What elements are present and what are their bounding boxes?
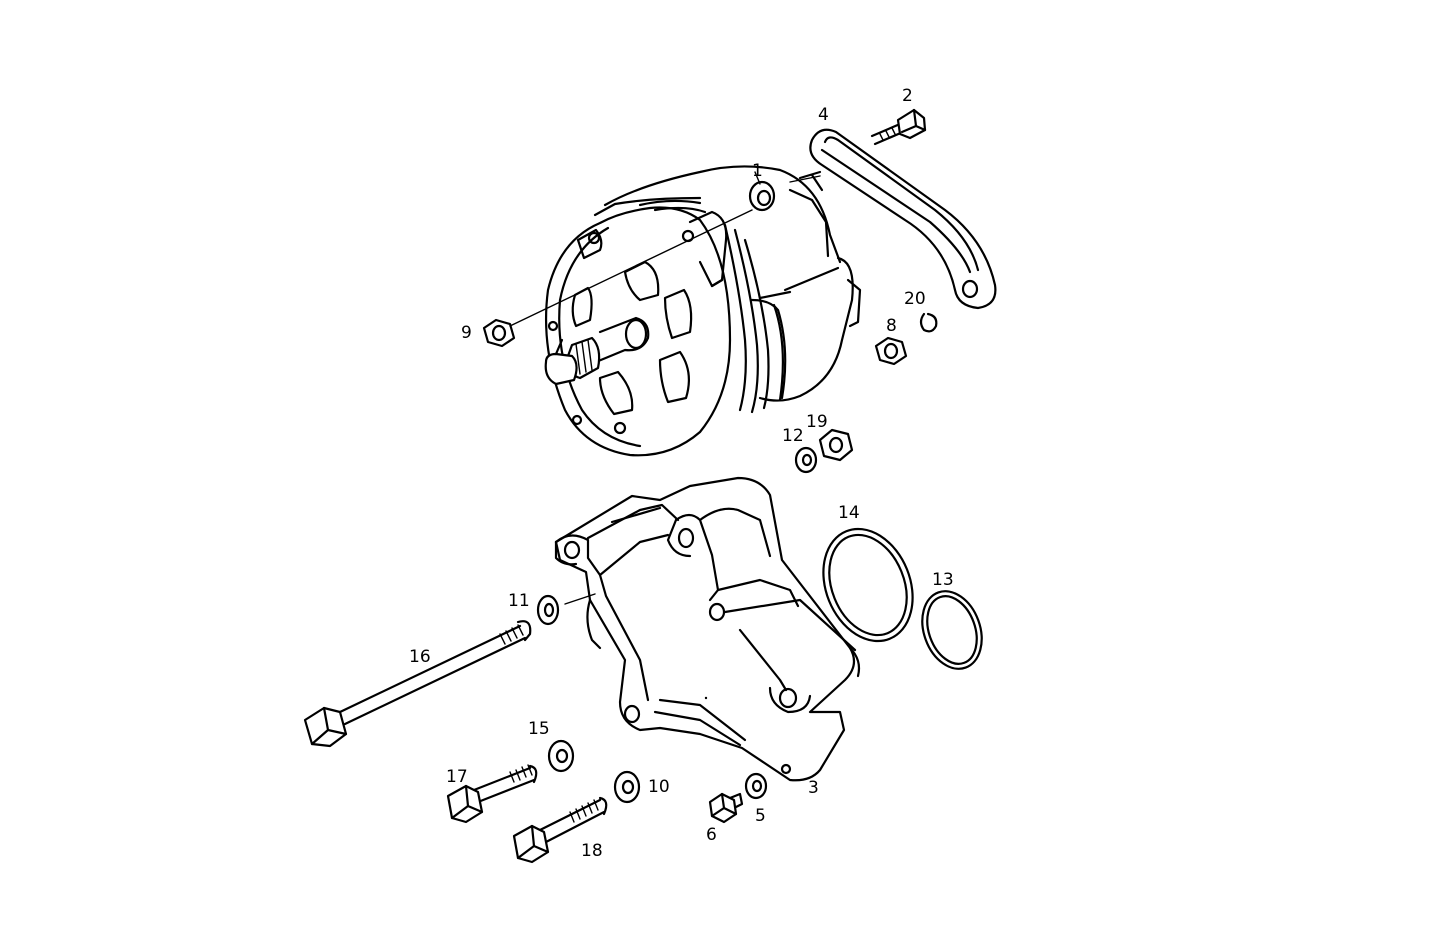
alternator [544,165,862,457]
leader-lines [509,171,821,700]
bolt-17 [446,764,538,824]
nut-8 [874,336,908,366]
spring-washer-20 [919,312,938,333]
callout-14: 14 [838,503,860,523]
callout-9: 9 [461,323,472,343]
callout-1: 1 [752,161,763,181]
bushing-1 [748,180,776,212]
washer-12 [794,446,818,474]
callout-2: 2 [902,86,913,106]
bolt-18 [512,796,608,864]
callout-16: 16 [409,647,431,667]
callout-4: 4 [818,105,829,125]
callout-12: 12 [782,426,804,446]
mounting-bracket [554,476,861,782]
through-bolt-16 [303,620,532,748]
callout-5: 5 [755,806,766,826]
callout-11: 11 [508,591,530,611]
washer-11 [536,594,560,626]
callout-3: 3 [808,778,819,798]
callout-labels: 1 2 3 4 5 6 8 9 10 11 12 13 14 15 16 17 … [409,86,954,861]
callout-19: 19 [806,412,828,432]
callout-18: 18 [581,841,603,861]
washer-15 [547,739,575,773]
callout-15: 15 [528,719,550,739]
callout-17: 17 [446,767,468,787]
washer-5 [744,772,768,800]
o-ring-13 [921,590,983,670]
screw-6 [708,792,744,824]
adjusting-strap [809,128,997,310]
washer-10 [613,770,641,804]
callout-8: 8 [886,316,897,336]
callout-10: 10 [648,777,670,797]
bolt-2 [870,108,927,146]
callout-13: 13 [932,570,954,590]
o-ring-14 [822,527,914,643]
callout-6: 6 [706,825,717,845]
callout-20: 20 [904,289,926,309]
nut-19 [818,428,854,462]
nut-9 [482,318,516,348]
